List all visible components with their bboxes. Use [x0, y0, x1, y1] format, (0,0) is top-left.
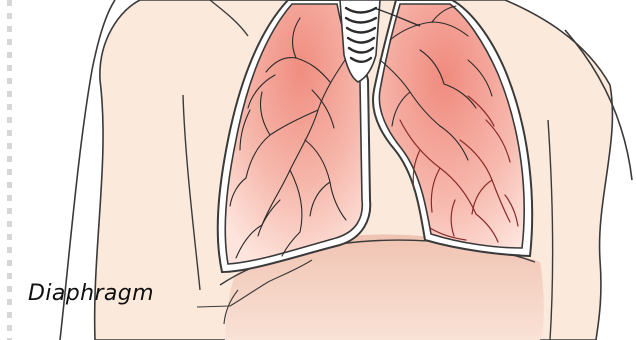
diaphragm-label: Diaphragm	[28, 281, 154, 306]
